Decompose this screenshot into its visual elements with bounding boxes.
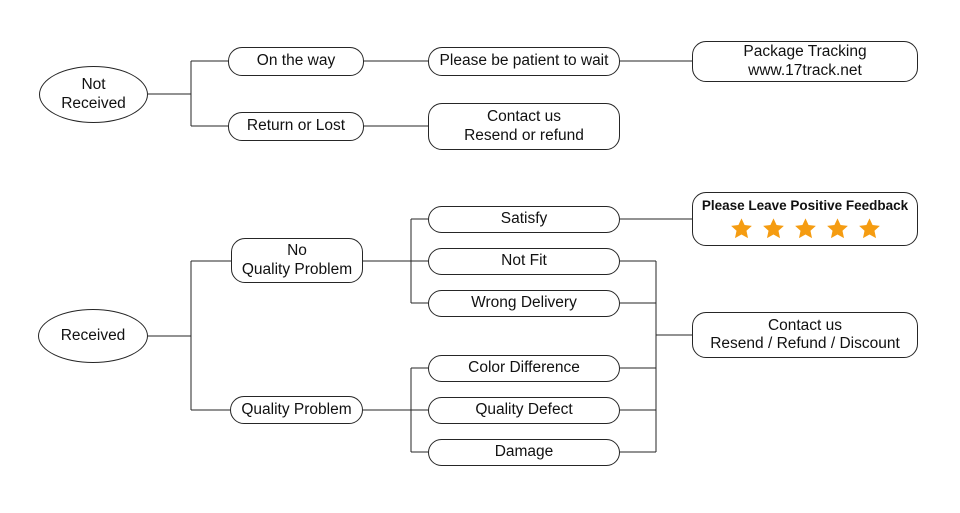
- node-satisfy-label: Satisfy: [500, 210, 548, 228]
- node-received[interactable]: Received: [38, 309, 148, 363]
- node-contact-us-resend-refund-discount[interactable]: Contact us Resend / Refund / Discount: [692, 312, 918, 358]
- node-package-tracking[interactable]: Package Tracking www.17track.net: [692, 41, 918, 82]
- node-on-the-way-label: On the way: [256, 52, 336, 70]
- star-icon[interactable]: [826, 217, 849, 240]
- star-icon[interactable]: [858, 217, 881, 240]
- node-not-fit[interactable]: Not Fit: [428, 248, 620, 275]
- node-quality-defect-label: Quality Defect: [475, 401, 573, 419]
- node-return-or-lost-label: Return or Lost: [246, 117, 346, 135]
- node-wrong-delivery[interactable]: Wrong Delivery: [428, 290, 620, 317]
- node-quality-problem[interactable]: Quality Problem: [230, 396, 363, 424]
- node-not-received[interactable]: Not Received: [39, 66, 148, 123]
- node-positive-feedback-label: Please Leave Positive Feedback: [701, 198, 909, 214]
- node-please-be-patient-label: Please be patient to wait: [439, 52, 609, 70]
- node-damage[interactable]: Damage: [428, 439, 620, 466]
- node-not-fit-label: Not Fit: [501, 252, 547, 270]
- node-quality-problem-label: Quality Problem: [241, 400, 352, 418]
- node-please-be-patient[interactable]: Please be patient to wait: [428, 47, 620, 76]
- node-damage-label: Damage: [494, 443, 554, 461]
- node-no-quality-problem-line2: Quality Problem: [241, 260, 353, 278]
- node-quality-defect[interactable]: Quality Defect: [428, 397, 620, 424]
- node-positive-feedback[interactable]: Please Leave Positive Feedback: [692, 192, 918, 246]
- node-on-the-way[interactable]: On the way: [228, 47, 364, 76]
- star-icon[interactable]: [762, 217, 785, 240]
- node-wrong-delivery-label: Wrong Delivery: [471, 294, 577, 312]
- node-package-tracking-line1: Package Tracking: [743, 43, 867, 61]
- node-contact-us-resend-refund-discount-line1: Contact us: [767, 316, 843, 334]
- node-contact-us-resend-or-refund-line2: Resend or refund: [464, 126, 584, 144]
- node-no-quality-problem-line1: No: [287, 242, 307, 260]
- star-icon[interactable]: [730, 217, 753, 240]
- node-return-or-lost[interactable]: Return or Lost: [228, 112, 364, 141]
- node-color-difference[interactable]: Color Difference: [428, 355, 620, 382]
- star-rating[interactable]: [730, 217, 881, 240]
- node-contact-us-resend-or-refund-line1: Contact us: [486, 108, 562, 126]
- node-color-difference-label: Color Difference: [468, 359, 580, 377]
- node-contact-us-resend-or-refund[interactable]: Contact us Resend or refund: [428, 103, 620, 150]
- node-package-tracking-line2: www.17track.net: [748, 61, 862, 79]
- node-received-label: Received: [60, 326, 126, 344]
- node-contact-us-resend-refund-discount-line2: Resend / Refund / Discount: [710, 335, 900, 352]
- star-icon[interactable]: [794, 217, 817, 240]
- node-not-received-line1: Not: [81, 76, 106, 94]
- node-satisfy[interactable]: Satisfy: [428, 206, 620, 233]
- node-no-quality-problem[interactable]: No Quality Problem: [231, 238, 363, 283]
- node-not-received-line2: Received: [61, 94, 126, 112]
